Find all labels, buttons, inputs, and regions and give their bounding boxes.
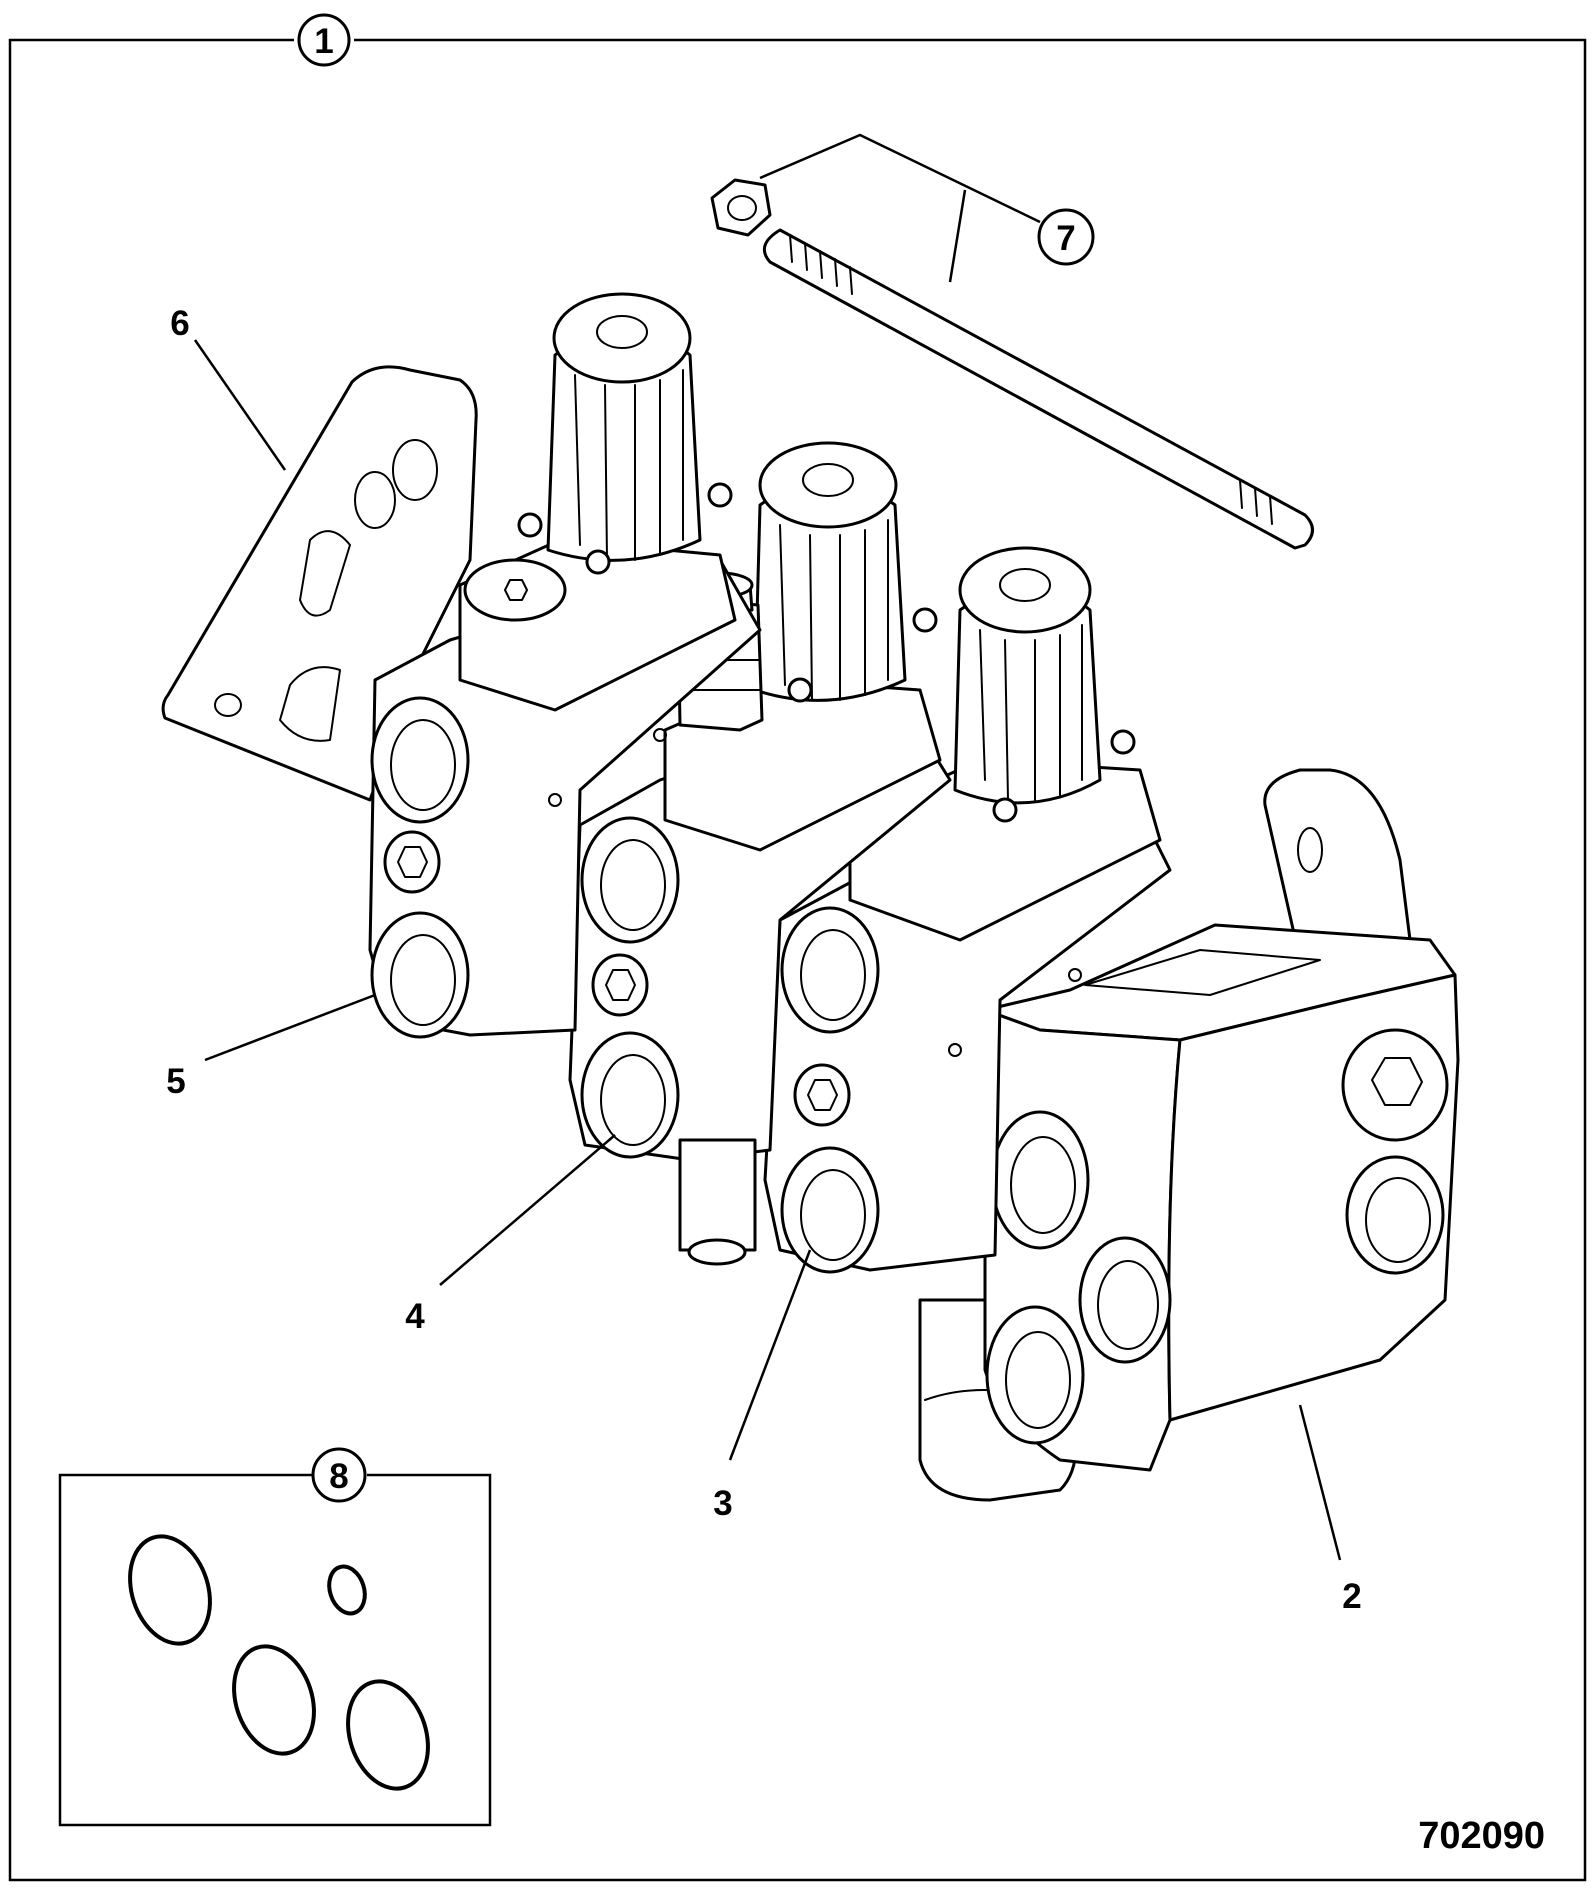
o-ring <box>232 1644 316 1756</box>
callout-3: 3 <box>713 1484 732 1523</box>
spool-section-5 <box>368 292 762 1039</box>
callout-6: 6 <box>170 304 189 343</box>
o-ring <box>346 1679 430 1791</box>
o-ring <box>128 1534 212 1646</box>
callout-1: 1 <box>297 13 351 67</box>
leader-6 <box>193 339 287 471</box>
spool-section-3 <box>763 546 1172 1274</box>
callout-2: 2 <box>1342 1577 1361 1616</box>
svg-text:7: 7 <box>1056 219 1075 258</box>
svg-text:8: 8 <box>329 1457 348 1496</box>
spool-section-4 <box>568 441 952 1266</box>
seal-kit-inset: 8 <box>58 1447 492 1827</box>
outer-frame <box>8 38 1587 1882</box>
callout-7: 7 <box>759 133 1095 283</box>
drawing-number: 702090 <box>1418 1815 1545 1857</box>
svg-text:1: 1 <box>314 22 333 61</box>
callout-4: 4 <box>405 1297 425 1336</box>
leader-3 <box>728 1249 812 1461</box>
leader-2 <box>1298 1404 1342 1561</box>
tie-rod-and-nut <box>710 178 1314 550</box>
leader-4 <box>439 1134 616 1286</box>
outlet-end-body <box>918 768 1460 1502</box>
callout-5: 5 <box>166 1062 185 1101</box>
o-ring <box>327 1564 367 1616</box>
leader-5 <box>204 993 376 1062</box>
